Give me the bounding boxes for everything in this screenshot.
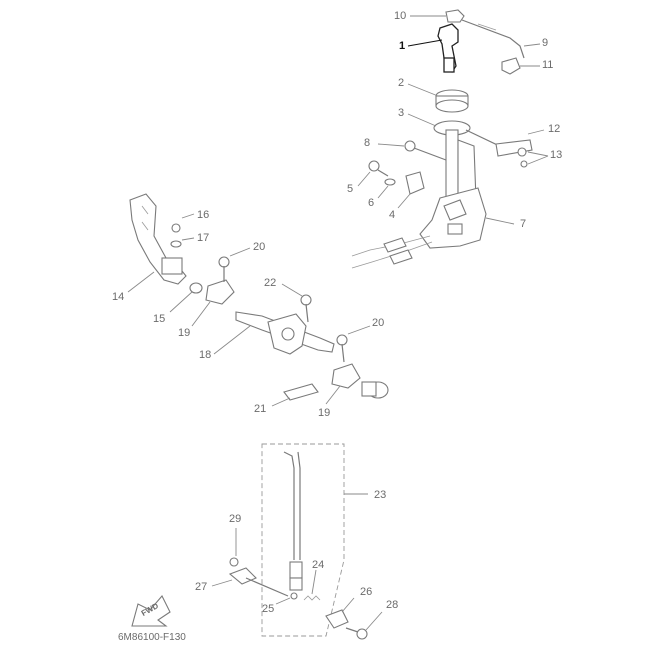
callout-4: 4 — [389, 209, 396, 221]
part-15-ring[interactable] — [169, 282, 203, 313]
throttle-cables — [351, 235, 433, 269]
callout-12: 12 — [548, 123, 561, 135]
part-19-block-right[interactable] — [325, 363, 389, 405]
part-26-clamp[interactable] — [325, 597, 355, 629]
callout-15: 15 — [153, 313, 166, 325]
callout-18: 18 — [199, 349, 212, 361]
callout-1[interactable]: 1 — [399, 40, 406, 52]
part-22-bolt[interactable] — [281, 283, 312, 323]
part-2-pulley[interactable] — [407, 83, 469, 113]
callout-28: 28 — [386, 599, 399, 611]
callout-20-upper: 20 — [253, 241, 266, 253]
part-10-clip[interactable] — [410, 9, 465, 23]
part-21-plate[interactable] — [271, 383, 319, 407]
callout-23: 23 — [374, 489, 387, 501]
part-6-washer[interactable] — [377, 178, 396, 199]
callout-6: 6 — [368, 197, 375, 209]
part-5-bolt[interactable] — [357, 160, 389, 187]
part-7-bracket[interactable] — [419, 187, 515, 249]
part-1-shift-cam[interactable] — [407, 23, 459, 73]
callout-21: 21 — [254, 403, 267, 415]
callout-17: 17 — [197, 232, 210, 244]
part-20-bolt-left[interactable] — [218, 247, 251, 282]
part-17-washer[interactable] — [170, 237, 195, 248]
part-20-bolt-right[interactable] — [336, 325, 371, 363]
callout-20-lower: 20 — [372, 317, 385, 329]
part-28-bolt[interactable] — [345, 611, 383, 640]
part-14-lever[interactable] — [127, 193, 187, 293]
part-8-bolt[interactable] — [377, 140, 447, 161]
callout-13: 13 — [550, 149, 563, 161]
part-25-pin[interactable] — [275, 592, 298, 605]
callout-2: 2 — [398, 77, 405, 89]
callout-26: 26 — [360, 586, 373, 598]
callout-19-right: 19 — [318, 407, 331, 419]
lower-rod — [283, 451, 303, 591]
part-12-link[interactable] — [465, 129, 545, 157]
part-27-bracket[interactable] — [211, 567, 289, 597]
callout-16: 16 — [197, 209, 210, 221]
callout-9: 9 — [542, 37, 549, 49]
part-19-block-left[interactable] — [191, 279, 235, 327]
part-18-shift-rod[interactable] — [213, 311, 335, 355]
callout-19-left: 19 — [178, 327, 191, 339]
callout-22: 22 — [264, 277, 277, 289]
callout-24: 24 — [312, 559, 325, 571]
part-23-linkage-box[interactable] — [261, 443, 368, 637]
callout-11: 11 — [542, 59, 554, 71]
diagram-code: 6M86100-F130 — [118, 632, 186, 643]
part-4-plate[interactable] — [397, 171, 425, 209]
callout-7: 7 — [520, 218, 527, 230]
callout-25: 25 — [262, 603, 275, 615]
fwd-arrow-icon — [131, 595, 171, 627]
callout-27: 27 — [195, 581, 208, 593]
callout-3: 3 — [398, 107, 405, 119]
callout-14: 14 — [112, 291, 125, 303]
part-29-clip[interactable] — [229, 528, 239, 567]
callout-29: 29 — [229, 513, 242, 525]
part-11-bracket[interactable] — [501, 57, 540, 75]
part-9-rod[interactable] — [461, 19, 541, 59]
part-24-spring[interactable] — [303, 569, 321, 601]
callout-10: 10 — [394, 10, 407, 22]
callout-8: 8 — [364, 137, 371, 149]
part-16-screw[interactable] — [171, 213, 195, 233]
callout-5: 5 — [347, 183, 354, 195]
part-13-bolts[interactable] — [517, 147, 549, 168]
